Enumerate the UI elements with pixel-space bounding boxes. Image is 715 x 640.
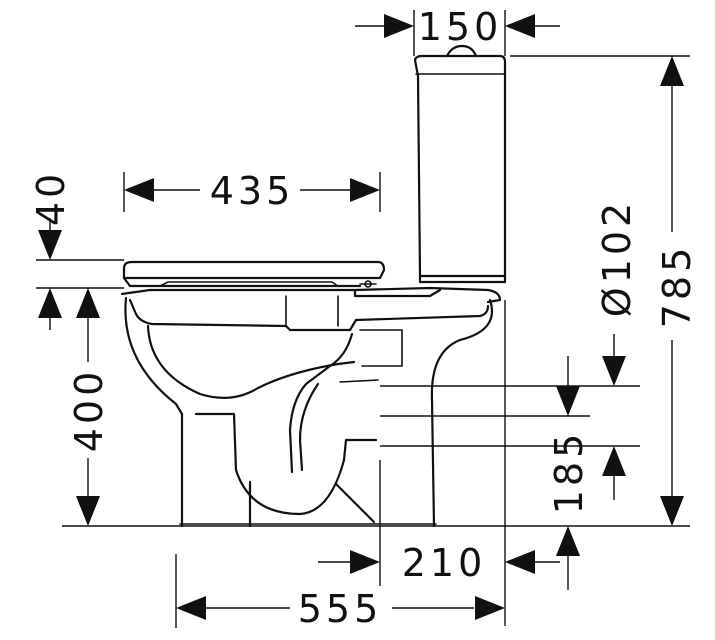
arrow-down-icon — [602, 356, 626, 386]
dimension-tank-depth: 150 — [355, 5, 560, 56]
arrow-right-icon — [384, 14, 414, 38]
flush-button-icon — [445, 44, 478, 58]
arrow-down-icon — [38, 230, 62, 260]
dimension-seat-thickness: 40 — [29, 170, 124, 330]
arrow-down-icon — [660, 496, 684, 526]
seat-length-label: 435 — [210, 169, 295, 213]
tank-depth-label: 150 — [418, 5, 503, 49]
outlet-diameter-label: Ø102 — [595, 199, 639, 317]
arrow-up-icon — [76, 288, 100, 318]
bowl-rim — [120, 280, 502, 332]
arrow-down-icon — [76, 496, 100, 526]
dimension-seat-length: 435 — [123, 169, 381, 213]
dimension-outlet-offset: 210 — [318, 300, 560, 626]
toilet-seat — [122, 260, 386, 288]
dimension-total-length: 555 — [175, 554, 505, 631]
arrow-right-icon — [475, 596, 505, 620]
arrow-left-icon — [505, 14, 535, 38]
arrow-right-icon — [350, 178, 380, 202]
arrow-up-icon — [660, 56, 684, 86]
arrow-left-icon — [124, 178, 154, 202]
outlet-height-label: 185 — [547, 430, 591, 515]
bowl-body — [124, 296, 494, 528]
arrow-up-icon — [556, 526, 580, 556]
outlet-offset-label: 210 — [402, 541, 487, 585]
dimension-outlet-height: 185 — [380, 356, 640, 590]
toilet-outline — [62, 44, 508, 528]
arrow-right-icon — [350, 550, 380, 574]
arrow-left-icon — [505, 550, 535, 574]
arrow-up-icon — [38, 288, 62, 318]
dimension-total-height: 785 — [508, 55, 699, 527]
arrow-left-icon — [176, 596, 206, 620]
total-height-label: 785 — [655, 244, 699, 329]
arrow-up-icon — [602, 446, 626, 476]
arrow-down-icon — [556, 386, 580, 416]
cistern-tank — [413, 44, 507, 284]
seat-height-label: 400 — [67, 368, 111, 453]
dimension-seat-height: 400 — [67, 288, 111, 526]
dimension-outlet-diameter: Ø102 — [380, 199, 640, 417]
total-length-label: 555 — [298, 587, 383, 631]
seat-thickness-label: 40 — [29, 170, 73, 226]
